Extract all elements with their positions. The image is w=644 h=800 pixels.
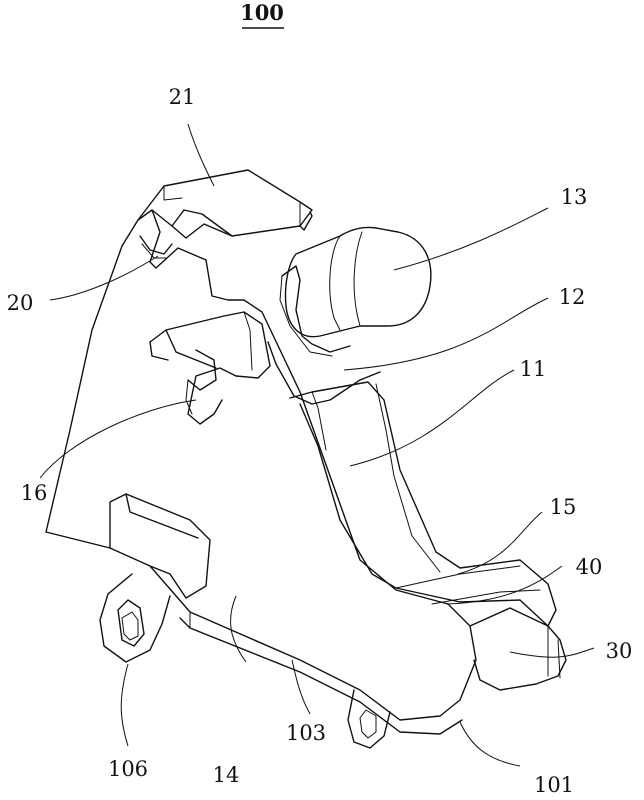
label-103: 103 — [286, 721, 326, 745]
leader-12 — [343, 297, 549, 371]
mount-tab-106 — [99, 493, 211, 663]
end-roll-30 — [469, 607, 567, 691]
flange-12 — [267, 265, 381, 405]
leader-101 — [459, 721, 521, 767]
leader-15 — [457, 511, 543, 575]
leader-16 — [39, 399, 197, 479]
label-13: 13 — [561, 185, 588, 209]
label-11: 11 — [520, 357, 547, 381]
figure-title: 100 — [240, 0, 284, 25]
label-106: 106 — [108, 757, 148, 781]
leader-11 — [349, 369, 515, 467]
leader-30 — [509, 647, 595, 658]
label-20: 20 — [7, 291, 34, 315]
button-13 — [284, 226, 432, 338]
leader-103 — [291, 659, 311, 715]
arm-11 — [289, 381, 557, 627]
label-101: 101 — [534, 773, 574, 797]
hook-20 — [139, 235, 173, 259]
label-40: 40 — [576, 555, 603, 579]
leader-21 — [187, 123, 215, 187]
pad-40 — [395, 565, 541, 605]
label-21: 21 — [169, 85, 196, 109]
label-15: 15 — [550, 495, 577, 519]
lower-slot — [347, 689, 391, 749]
leader-13 — [393, 207, 549, 271]
label-16: 16 — [21, 481, 48, 505]
label-12: 12 — [559, 285, 586, 309]
side-clip-16 — [149, 311, 271, 425]
leader-40 — [445, 565, 563, 605]
leader-106 — [120, 663, 129, 747]
leader-20 — [49, 255, 159, 301]
leader-14 — [230, 595, 247, 663]
label-30: 30 — [606, 639, 633, 663]
main-plate-14 — [45, 209, 477, 735]
label-14: 14 — [213, 763, 240, 787]
top-tab-21 — [137, 169, 313, 239]
